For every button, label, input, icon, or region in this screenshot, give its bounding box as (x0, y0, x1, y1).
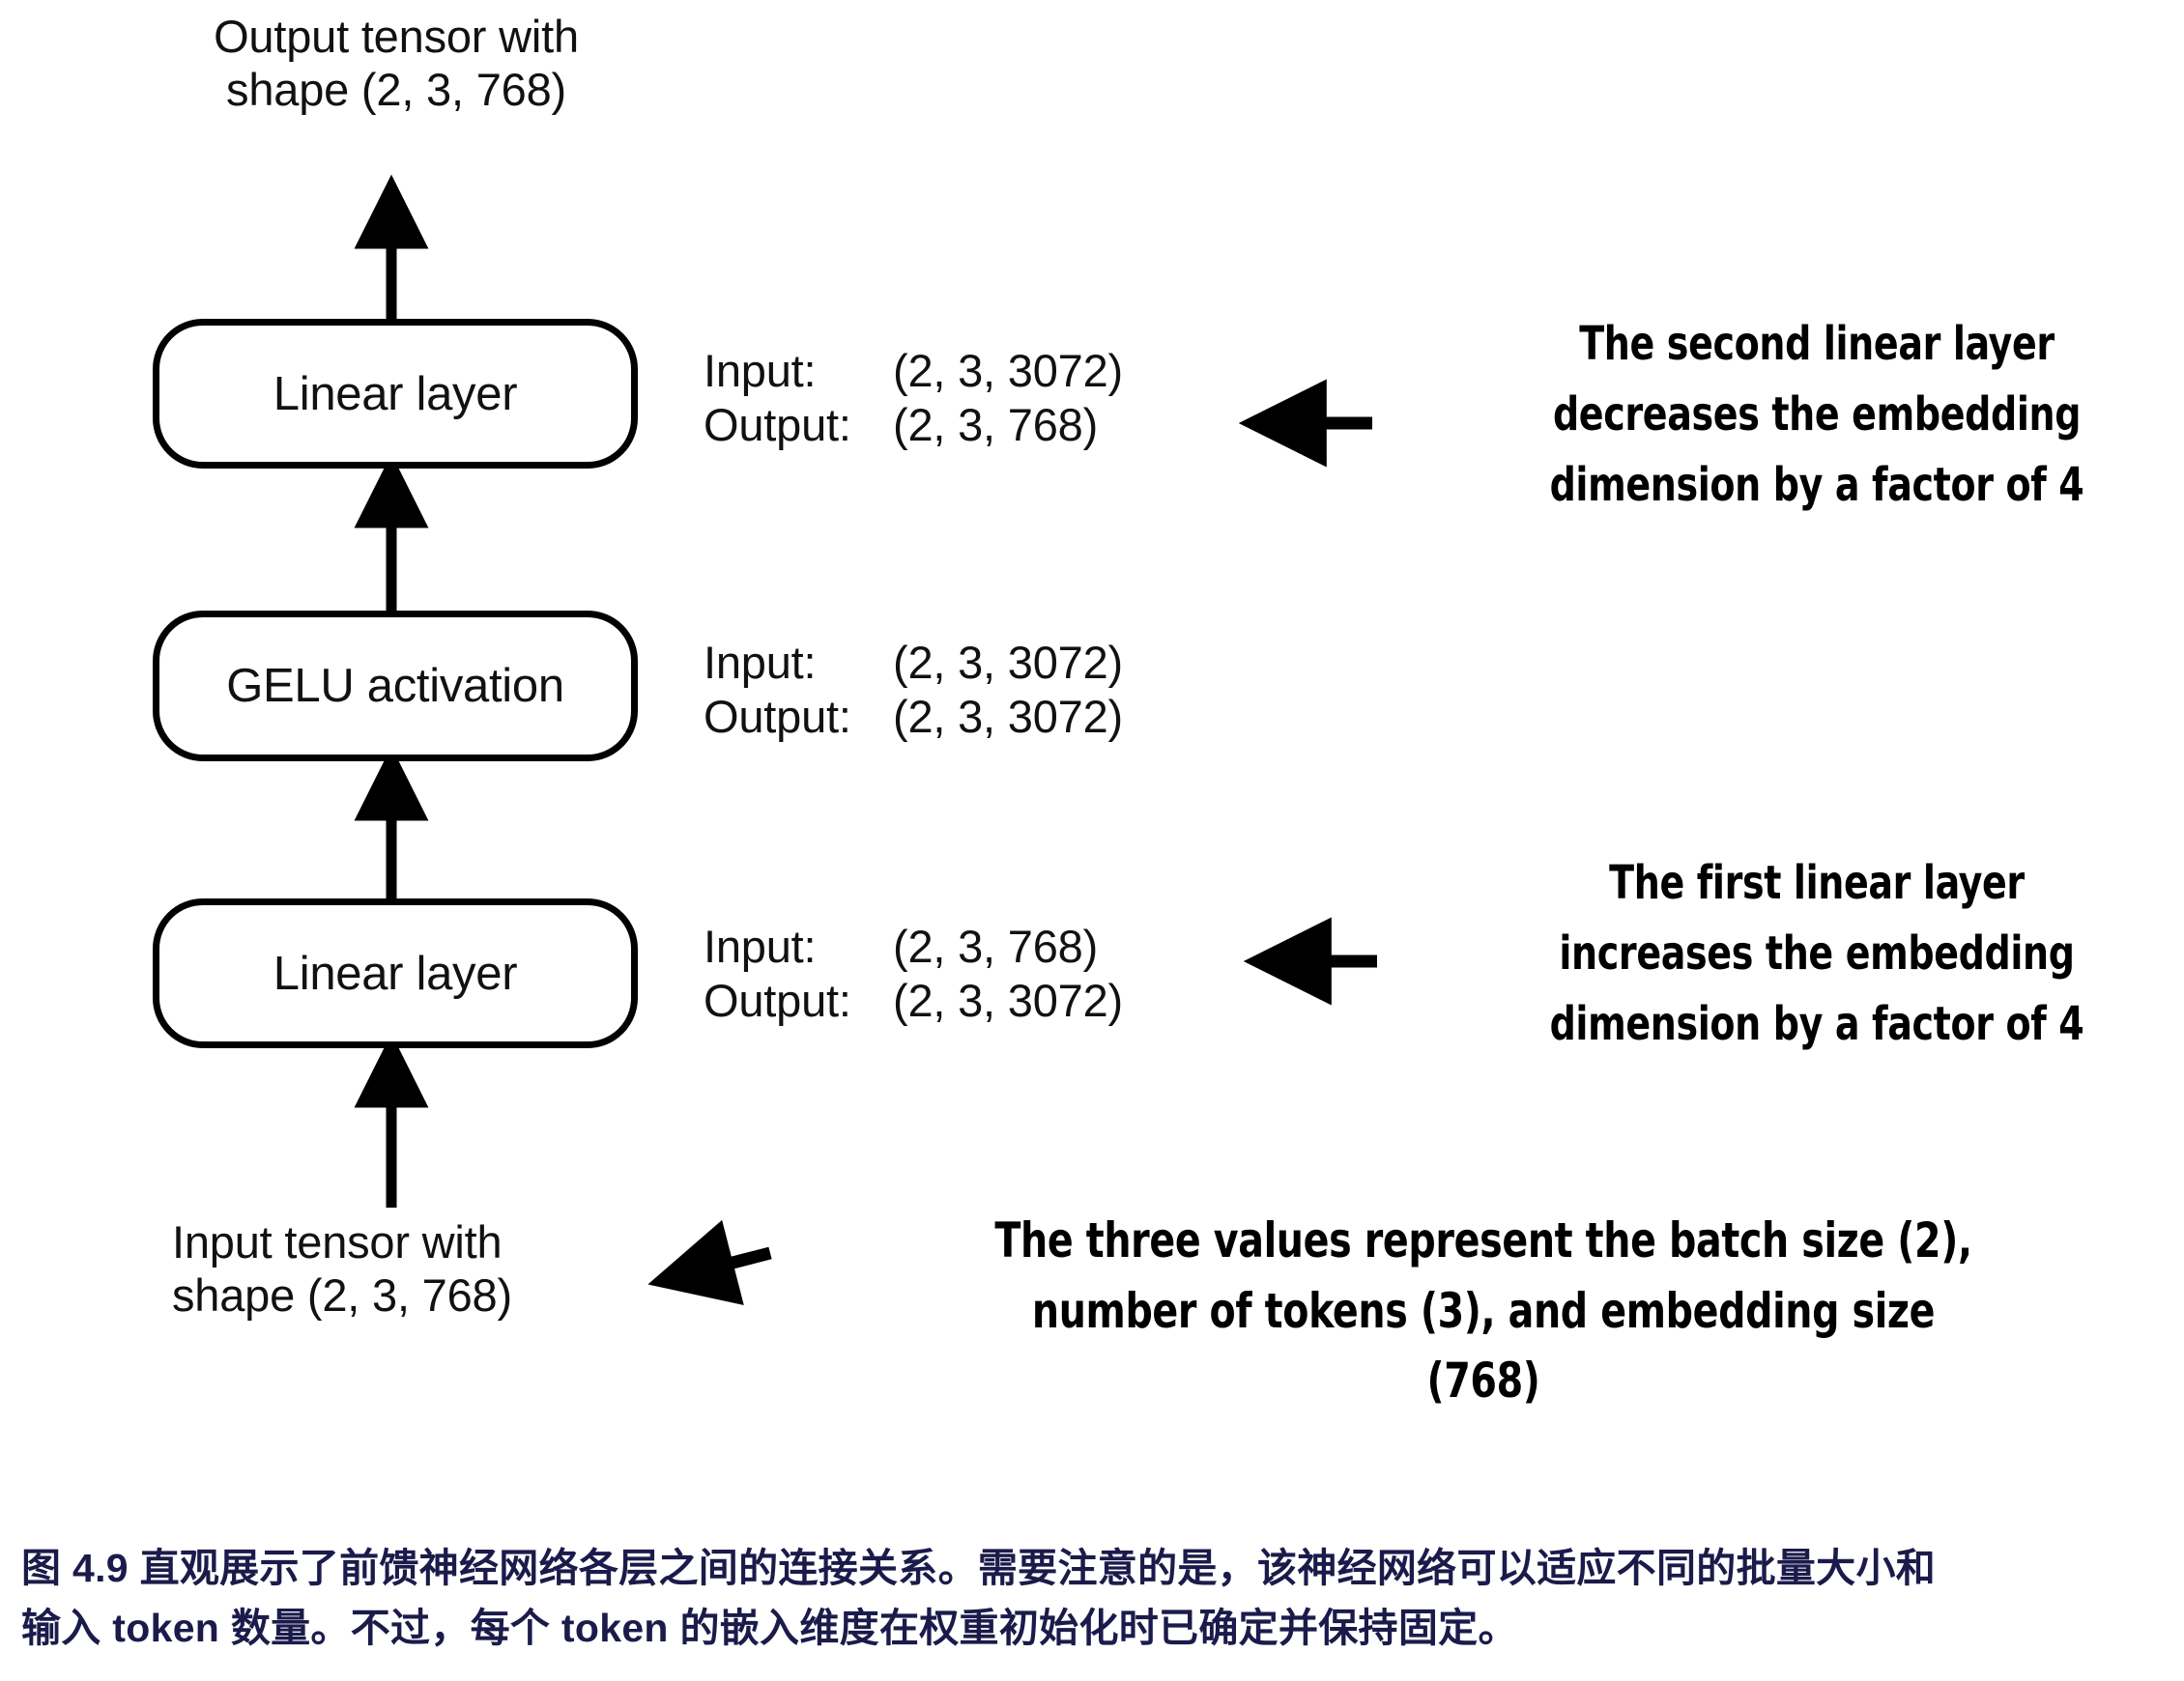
io-spec-input-value: (2, 3, 3072) (893, 637, 1123, 688)
annotation-line: number of tokens (3), and embedding size (1031, 1282, 1936, 1339)
io-spec-input-key: Input: (704, 921, 817, 972)
input-tensor-label: Input tensor with shape (2, 3, 768) (172, 1216, 512, 1322)
io-spec-input-value: (2, 3, 3072) (893, 345, 1123, 396)
io-spec-input-row: Input: (2, 3, 3072) (704, 636, 1123, 690)
node-gelu-activation[interactable]: GELU activation (153, 611, 638, 761)
annotation-line: The second linear layer (1579, 317, 2055, 371)
io-spec-output-row: Output: (2, 3, 3072) (704, 690, 1123, 744)
annotation-three-values: The three values represent the batch siz… (892, 1206, 2074, 1416)
io-spec-output-value: (2, 3, 3072) (893, 691, 1123, 743)
output-tensor-label: Output tensor with shape (2, 3, 768) (214, 11, 579, 116)
figure-caption-line-1: 图 4.9 直观展示了前馈神经网络各层之间的连接关系。需要注意的是，该神经网络可… (21, 1546, 1937, 1590)
figure-caption: 图 4.9 直观展示了前馈神经网络各层之间的连接关系。需要注意的是，该神经网络可… (21, 1538, 2167, 1659)
io-spec-output-row: Output: (2, 3, 768) (704, 398, 1123, 452)
io-spec-output-row: Output: (2, 3, 3072) (704, 974, 1123, 1028)
annotation-second-linear-layer: The second linear layer decreases the em… (1502, 309, 2131, 521)
node-linear-layer-1-label: Linear layer (273, 947, 518, 1000)
io-spec-output-key: Output: (704, 399, 851, 451)
io-spec-input-row: Input: (2, 3, 768) (704, 920, 1123, 974)
io-spec-output-value: (2, 3, 768) (893, 399, 1099, 451)
annotation-line: decreases the embedding (1552, 386, 2082, 442)
io-spec-input-key: Input: (704, 345, 817, 396)
io-spec-input-key: Input: (704, 637, 817, 688)
io-spec-output-key: Output: (704, 691, 851, 743)
annotation-line: (768) (1426, 1353, 1540, 1409)
figure-caption-line-2: 输入 token 数量。不过，每个 token 的嵌入维度在权重初始化时已确定并… (21, 1606, 1518, 1651)
io-spec-linear-layer-2: Input: (2, 3, 3072) Output: (2, 3, 768) (704, 344, 1123, 453)
io-spec-input-value: (2, 3, 768) (893, 921, 1099, 972)
node-linear-layer-2[interactable]: Linear layer (153, 319, 638, 469)
io-spec-input-row: Input: (2, 3, 3072) (704, 344, 1123, 398)
io-spec-linear-layer-1: Input: (2, 3, 768) Output: (2, 3, 3072) (704, 920, 1123, 1029)
annotation-line: The three values represent the batch siz… (994, 1212, 1972, 1268)
node-gelu-activation-label: GELU activation (226, 660, 564, 712)
annotation-line: The first linear layer (1609, 856, 2025, 910)
io-spec-output-key: Output: (704, 975, 851, 1027)
node-linear-layer-1[interactable]: Linear layer (153, 898, 638, 1048)
arrow-annotation-three-values (647, 1219, 772, 1305)
io-spec-output-value: (2, 3, 3072) (893, 975, 1123, 1027)
io-spec-gelu-activation: Input: (2, 3, 3072) Output: (2, 3, 3072) (704, 636, 1123, 745)
annotation-line: increases the embedding (1559, 926, 2075, 981)
node-linear-layer-2-label: Linear layer (273, 367, 518, 420)
annotation-first-linear-layer: The first linear layer increases the emb… (1502, 848, 2131, 1060)
annotation-line: dimension by a factor of 4 (1549, 996, 2084, 1051)
annotation-line: dimension by a factor of 4 (1549, 457, 2084, 512)
